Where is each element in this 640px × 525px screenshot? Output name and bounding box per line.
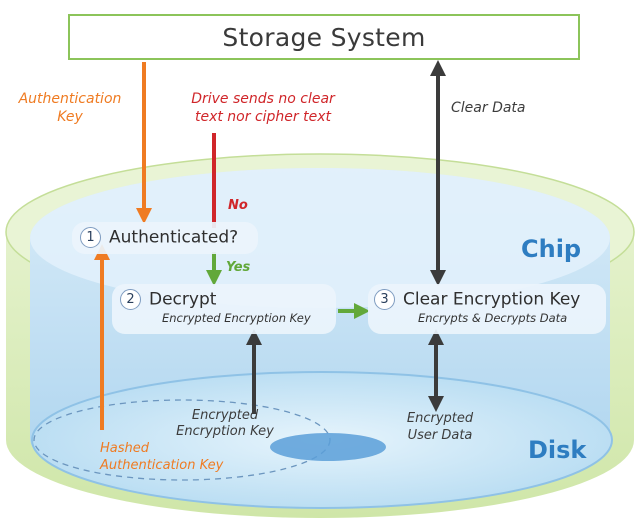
step-authenticated: 1 Authenticated? xyxy=(72,222,258,254)
encrypted-user-data-label: Encrypted User Data xyxy=(406,411,474,443)
no-label: No xyxy=(228,198,248,213)
encrypted-encryption-key-label: Encrypted Encryption Key xyxy=(176,408,274,439)
storage-system-title: Storage System xyxy=(222,22,426,52)
authentication-key-label: Authentication Key xyxy=(18,91,122,125)
step-number-badge: 2 xyxy=(120,289,141,310)
chip-top-opening xyxy=(30,168,610,308)
step-title: Decrypt xyxy=(149,289,217,310)
step-number-badge: 1 xyxy=(80,227,101,248)
step-subtitle: Encrypts & Decrypts Data xyxy=(418,311,568,325)
step-clear-encryption-key: 3 Clear Encryption Key Encrypts & Decrypt… xyxy=(368,284,606,334)
step-title: Authenticated? xyxy=(109,227,239,248)
yes-label: Yes xyxy=(226,260,251,275)
drive-note-label: Drive sends no clear text nor cipher tex… xyxy=(191,91,335,125)
hashed-authentication-key-label: Hashed Authentication Key xyxy=(100,441,224,473)
step-decrypt: 2 Decrypt Encrypted Encryption Key xyxy=(112,284,336,334)
disk-spot xyxy=(270,433,386,461)
step-title: Clear Encryption Key xyxy=(403,289,581,310)
step-number-badge: 3 xyxy=(374,289,395,310)
storage-system-box: Storage System xyxy=(68,14,580,60)
clear-data-label: Clear Data xyxy=(451,100,526,116)
chip-label: Chip xyxy=(521,235,582,263)
disk-label: Disk xyxy=(528,436,587,464)
step-subtitle: Encrypted Encryption Key xyxy=(162,311,311,325)
